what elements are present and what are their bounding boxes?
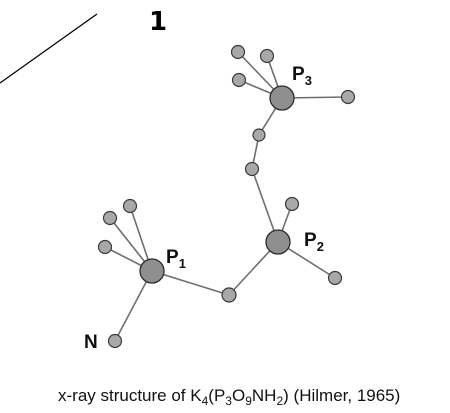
label-p3: P3 xyxy=(292,64,312,88)
annotation-pointer-line xyxy=(0,13,98,84)
atoms xyxy=(97,44,356,349)
atom-p3-oxygen-top-c xyxy=(231,72,247,88)
atom-p2-oxygen-top xyxy=(284,196,300,212)
label-p2-subscript: 2 xyxy=(317,239,324,254)
caption-part-5: ) (Hilmer, 1965) xyxy=(283,386,400,405)
caption-sub-2: 3 xyxy=(225,394,232,408)
figure-caption: x-ray structure of K4(P3O9NH2) (Hilmer, … xyxy=(58,386,400,408)
label-p2-letter: P xyxy=(304,230,317,251)
label-p3-subscript: 3 xyxy=(305,73,312,88)
atom-bridge-mid xyxy=(244,161,260,177)
atom-p3-oxygen-right xyxy=(340,89,356,105)
label-p3-letter: P xyxy=(292,64,305,85)
caption-sub-1: 4 xyxy=(202,394,209,408)
atom-p3-oxygen-top-b xyxy=(259,48,275,64)
label-n: N xyxy=(84,332,98,353)
atom-nitrogen xyxy=(107,333,123,349)
caption-sub-3: 9 xyxy=(245,394,252,408)
caption-sub-4: 2 xyxy=(276,394,283,408)
atom-p2-oxygen-right xyxy=(327,270,343,286)
atom-p3 xyxy=(269,85,295,111)
atom-bridge-upper xyxy=(252,128,266,142)
atom-p1-oxygen-top-b xyxy=(122,198,138,214)
atom-bridge-lower xyxy=(221,287,237,303)
atom-p1-oxygen-top-a xyxy=(102,210,118,226)
label-p2: P2 xyxy=(304,230,324,254)
panel-number: 1 xyxy=(149,7,167,37)
caption-part-1: x-ray structure of K xyxy=(58,386,202,405)
caption-part-4: NH xyxy=(252,386,277,405)
atom-p2 xyxy=(265,229,291,255)
bond-bridge-lower-p1 xyxy=(151,270,230,296)
atom-p3-oxygen-top-a xyxy=(230,44,246,60)
caption-part-2: (P xyxy=(208,386,225,405)
bond-p1-n xyxy=(114,270,153,342)
atom-p1-oxygen-left xyxy=(97,239,113,255)
caption-part-3: O xyxy=(232,386,245,405)
label-p1: P1 xyxy=(166,247,186,271)
atom-p1 xyxy=(139,258,165,284)
label-p1-subscript: 1 xyxy=(179,256,186,271)
label-p1-letter: P xyxy=(166,247,179,268)
bond-bridge-mid-p2 xyxy=(251,168,279,243)
